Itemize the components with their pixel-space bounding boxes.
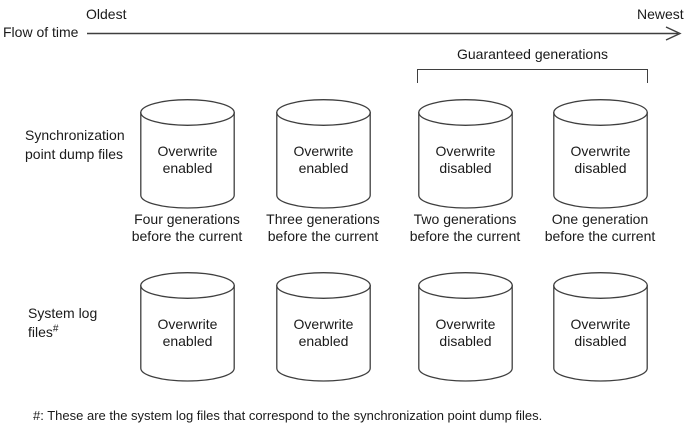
system-log-row-label: System log files# <box>28 304 97 342</box>
cylinder-state-line2: enabled <box>162 160 213 176</box>
cylinder-icon <box>140 272 235 382</box>
cylinder-icon <box>418 99 513 209</box>
caption-line2: before the current <box>409 228 521 244</box>
cylinder-state-line1: Overwrite <box>157 316 218 332</box>
caption-line2: before the current <box>267 228 379 244</box>
guaranteed-generations-bracket <box>417 69 648 83</box>
timeline-oldest-label: Oldest <box>86 6 127 22</box>
cylinder-syslog-gen3: Overwrite enabled <box>276 272 371 382</box>
cylinder-state-line1: Overwrite <box>570 143 631 159</box>
cylinder-state-label: Overwrite enabled <box>276 111 371 209</box>
cylinder-state-line2: disabled <box>439 160 492 176</box>
sync-dump-row-label: Synchronization point dump files <box>25 126 125 164</box>
cylinder-state-line1: Overwrite <box>570 316 631 332</box>
sync-dump-row-label-line1: Synchronization <box>25 127 125 143</box>
cylinder-sync-dump-gen2: Overwrite disabled <box>418 99 513 209</box>
cylinder-sync-dump-gen1: Overwrite disabled <box>553 99 648 209</box>
cylinder-icon <box>553 272 648 382</box>
cylinder-state-label: Overwrite enabled <box>140 284 235 382</box>
cylinder-icon <box>553 99 648 209</box>
footnote: #: These are the system log files that c… <box>33 408 543 423</box>
cylinder-syslog-gen4: Overwrite enabled <box>140 272 235 382</box>
cylinder-icon <box>276 272 371 382</box>
caption-line2: before the current <box>131 228 243 244</box>
cylinder-state-label: Overwrite disabled <box>553 284 648 382</box>
cylinder-state-line2: enabled <box>298 333 349 349</box>
cylinder-state-line1: Overwrite <box>293 316 354 332</box>
caption-line1: Three generations <box>266 211 380 227</box>
cylinder-state-line1: Overwrite <box>435 143 496 159</box>
caption-gen4: Four generations before the current <box>112 211 262 245</box>
cylinder-state-label: Overwrite disabled <box>553 111 648 209</box>
flow-of-time-label: Flow of time <box>3 24 79 40</box>
footnote-marker: # <box>52 323 59 335</box>
cylinder-state-line2: enabled <box>298 160 349 176</box>
sync-dump-row-label-line2: point dump files <box>25 146 124 162</box>
guaranteed-generations-label: Guaranteed generations <box>457 46 608 62</box>
system-log-row-label-text: files <box>28 324 53 340</box>
cylinder-syslog-gen1: Overwrite disabled <box>553 272 648 382</box>
cylinder-icon <box>276 99 371 209</box>
cylinder-state-line2: disabled <box>574 333 627 349</box>
time-arrow <box>87 26 682 41</box>
timeline-newest-label: Newest <box>637 6 684 22</box>
cylinder-state-line1: Overwrite <box>435 316 496 332</box>
caption-line1: One generation <box>551 211 649 227</box>
cylinder-state-line1: Overwrite <box>293 143 354 159</box>
caption-line1: Two generations <box>413 211 517 227</box>
cylinder-state-label: Overwrite disabled <box>418 284 513 382</box>
cylinder-sync-dump-gen3: Overwrite enabled <box>276 99 371 209</box>
caption-line1: Four generations <box>134 211 240 227</box>
cylinder-syslog-gen2: Overwrite disabled <box>418 272 513 382</box>
cylinder-state-label: Overwrite enabled <box>140 111 235 209</box>
cylinder-state-line2: disabled <box>439 333 492 349</box>
caption-line2: before the current <box>544 228 656 244</box>
cylinder-state-line1: Overwrite <box>157 143 218 159</box>
caption-gen3: Three generations before the current <box>248 211 398 245</box>
cylinder-icon <box>418 272 513 382</box>
caption-gen1: One generation before the current <box>525 211 675 245</box>
cylinder-icon <box>140 99 235 209</box>
system-log-row-label-line1: System log <box>28 305 98 321</box>
cylinder-state-label: Overwrite disabled <box>418 111 513 209</box>
system-log-row-label-line2: files# <box>28 323 97 342</box>
caption-gen2: Two generations before the current <box>390 211 540 245</box>
cylinder-state-label: Overwrite enabled <box>276 284 371 382</box>
cylinder-state-line2: enabled <box>162 333 213 349</box>
cylinder-sync-dump-gen4: Overwrite enabled <box>140 99 235 209</box>
cylinder-state-line2: disabled <box>574 160 627 176</box>
